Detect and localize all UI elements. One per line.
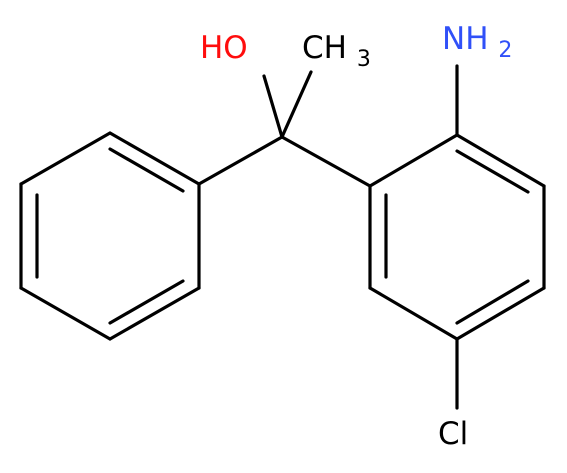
methyl-label: CH 3 bbox=[302, 30, 371, 72]
aryl-bond-1 bbox=[368, 133, 459, 188]
methyl-label-subscript: 3 bbox=[357, 47, 371, 72]
aryl-bond-5 bbox=[368, 286, 459, 341]
amino-label-subscript: 2 bbox=[498, 38, 512, 63]
phenyl-bond-2 bbox=[108, 286, 201, 341]
phenyl-double-bond-1 bbox=[108, 279, 185, 325]
hydroxyl-label: HO bbox=[200, 30, 248, 66]
amino-label: NH 2 bbox=[442, 21, 512, 63]
chlorine-label: Cl bbox=[438, 416, 468, 452]
methyl-label-main: CH bbox=[302, 30, 347, 66]
amino-label-main: NH bbox=[442, 21, 489, 57]
phenyl-ring bbox=[19, 131, 201, 341]
aryl-bond-4 bbox=[455, 286, 546, 341]
aryl-bond-2 bbox=[455, 133, 546, 188]
phenyl-bond-5 bbox=[19, 131, 112, 186]
phenyl-bond-3 bbox=[19, 286, 112, 341]
aryl-double-bond-1 bbox=[455, 149, 530, 194]
chloroaniline-ring bbox=[368, 133, 546, 341]
bond-center-to-aryl bbox=[280, 135, 372, 188]
bond-center-to-oh bbox=[262, 74, 284, 139]
aryl-double-bond-2 bbox=[455, 279, 530, 325]
central-carbon-bonds bbox=[197, 70, 372, 188]
bond-phenyl-to-center bbox=[197, 135, 284, 186]
phenyl-bond-6 bbox=[108, 131, 201, 186]
bond-center-to-ch3 bbox=[280, 70, 313, 139]
phenyl-double-bond-3 bbox=[108, 147, 185, 193]
